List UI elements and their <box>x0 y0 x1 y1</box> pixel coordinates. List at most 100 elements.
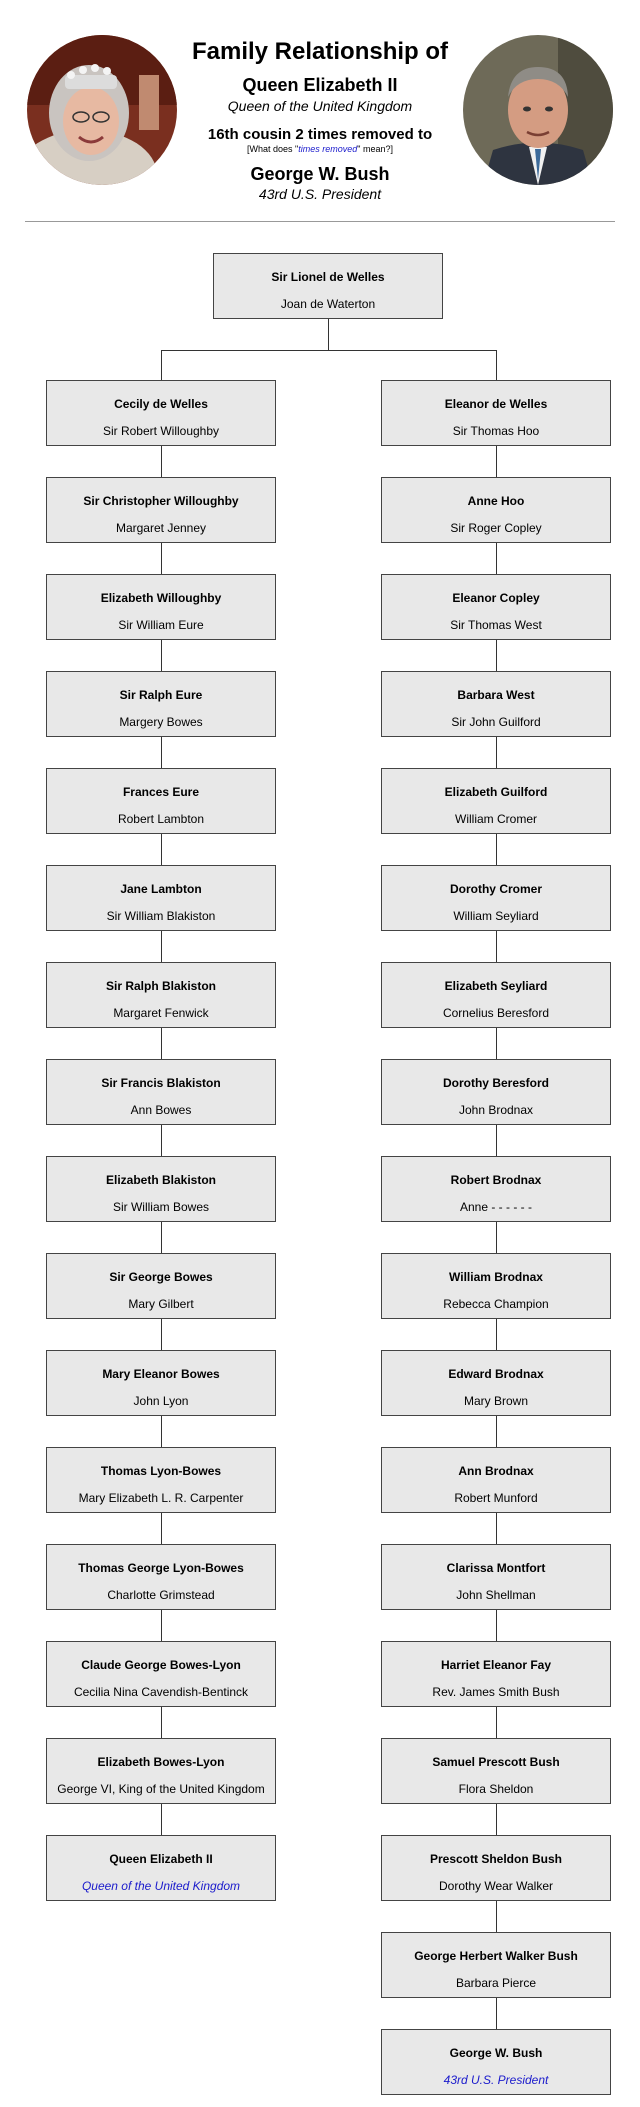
right-lineage-connector <box>496 1416 497 1447</box>
times-removed-link[interactable]: times removed <box>298 144 358 154</box>
spouse-name: Sir John Guilford <box>451 715 541 729</box>
spouse-name: Sir William Eure <box>118 618 204 632</box>
person2-name: George W. Bush <box>250 164 390 184</box>
left-lineage-connector <box>161 1222 162 1253</box>
page-title: Family Relationship of <box>191 38 449 65</box>
person-name: Sir George Bowes <box>109 1270 213 1284</box>
spouse-name: Margaret Fenwick <box>113 1006 209 1020</box>
left-lineage-connector <box>161 737 162 768</box>
queen-elizabeth-portrait <box>27 35 177 185</box>
right-lineage-connector <box>496 1513 497 1544</box>
person-name: Ann Brodnax <box>458 1464 534 1478</box>
person-name: Dorothy Cromer <box>449 882 542 896</box>
person-name: Elizabeth Blakiston <box>105 1173 217 1187</box>
person-name: George W. Bush <box>449 2046 543 2060</box>
person-name: Harriet Eleanor Fay <box>440 1658 552 1672</box>
person-name: Claude George Bowes-Lyon <box>81 1658 241 1672</box>
person-name: Sir Lionel de Welles <box>271 270 385 284</box>
right-lineage-connector <box>496 834 497 865</box>
spouse-name: George VI, King of the United Kingdom <box>57 1782 265 1796</box>
times-removed-help: [What does "times removed" mean?] <box>165 144 475 154</box>
person-name: Sir Christopher Willoughby <box>83 494 239 508</box>
person-name: Prescott Sheldon Bush <box>429 1852 563 1866</box>
header-divider <box>25 221 615 222</box>
left-lineage-connector <box>161 834 162 865</box>
left-lineage-connector <box>161 1028 162 1059</box>
person-name: Clarissa Montfort <box>446 1561 546 1575</box>
spouse-name: Joan de Waterton <box>280 297 376 311</box>
spouse-name: Ann Bowes <box>130 1103 192 1117</box>
person2-description: 43rd U.S. President <box>258 186 382 202</box>
person-name: Eleanor Copley <box>452 591 540 605</box>
help-suffix: " mean?] <box>357 144 393 154</box>
spouse-name: Mary Gilbert <box>128 1297 194 1311</box>
right-lineage-connector <box>496 543 497 574</box>
right-lineage-connector <box>496 1222 497 1253</box>
spouse-name: Mary Elizabeth L. R. Carpenter <box>78 1491 244 1505</box>
right-lineage-connector <box>496 446 497 477</box>
george-w-bush-portrait <box>463 35 613 185</box>
left-lineage-connector <box>161 1416 162 1447</box>
person-name: Robert Brodnax <box>450 1173 542 1187</box>
person-name: Anne Hoo <box>467 494 525 508</box>
person-description: 43rd U.S. President <box>443 2073 549 2087</box>
right-lineage-connector <box>496 737 497 768</box>
right-branch-connector <box>496 350 497 380</box>
person-name: Thomas Lyon-Bowes <box>100 1464 222 1478</box>
spouse-name: Cornelius Beresford <box>442 1006 550 1020</box>
right-lineage-connector <box>496 931 497 962</box>
spouse-name: Barbara Pierce <box>455 1976 537 1990</box>
person-description: Queen of the United Kingdom <box>81 1879 241 1893</box>
person-name: Barbara West <box>457 688 535 702</box>
right-lineage-connector <box>496 1125 497 1156</box>
person-name: William Brodnax <box>449 1270 543 1284</box>
right-lineage-connector <box>496 1707 497 1738</box>
right-lineage-connector <box>496 1901 497 1932</box>
left-lineage-connector <box>161 446 162 477</box>
left-lineage-connector <box>161 1319 162 1350</box>
person-name: Frances Eure <box>122 785 200 799</box>
spouse-name: Sir Thomas Hoo <box>452 424 540 438</box>
spouse-name: Margaret Jenney <box>115 521 207 535</box>
person1-name: Queen Elizabeth II <box>242 75 398 95</box>
person-name: Thomas George Lyon-Bowes <box>78 1561 244 1575</box>
person-name: Elizabeth Bowes-Lyon <box>97 1755 225 1769</box>
person-name: Sir Ralph Blakiston <box>105 979 217 993</box>
right-lineage-box: George W. Bush 43rd U.S. President <box>381 2029 611 2095</box>
person-name: Eleanor de Welles <box>444 397 548 411</box>
spouse-name: William Seyliard <box>453 909 539 923</box>
relationship-text: 16th cousin 2 times removed to <box>207 126 433 143</box>
person-name: George Herbert Walker Bush <box>414 1949 578 1963</box>
george-w-bush-portrait-image <box>463 35 613 185</box>
spouse-name: Sir Roger Copley <box>450 521 542 535</box>
person-name: Dorothy Beresford <box>442 1076 549 1090</box>
spouse-name: Rebecca Champion <box>443 1297 549 1311</box>
spouse-name: Sir William Bowes <box>112 1200 209 1214</box>
spouse-name: Robert Munford <box>454 1491 538 1505</box>
person1-description: Queen of the United Kingdom <box>227 98 413 114</box>
